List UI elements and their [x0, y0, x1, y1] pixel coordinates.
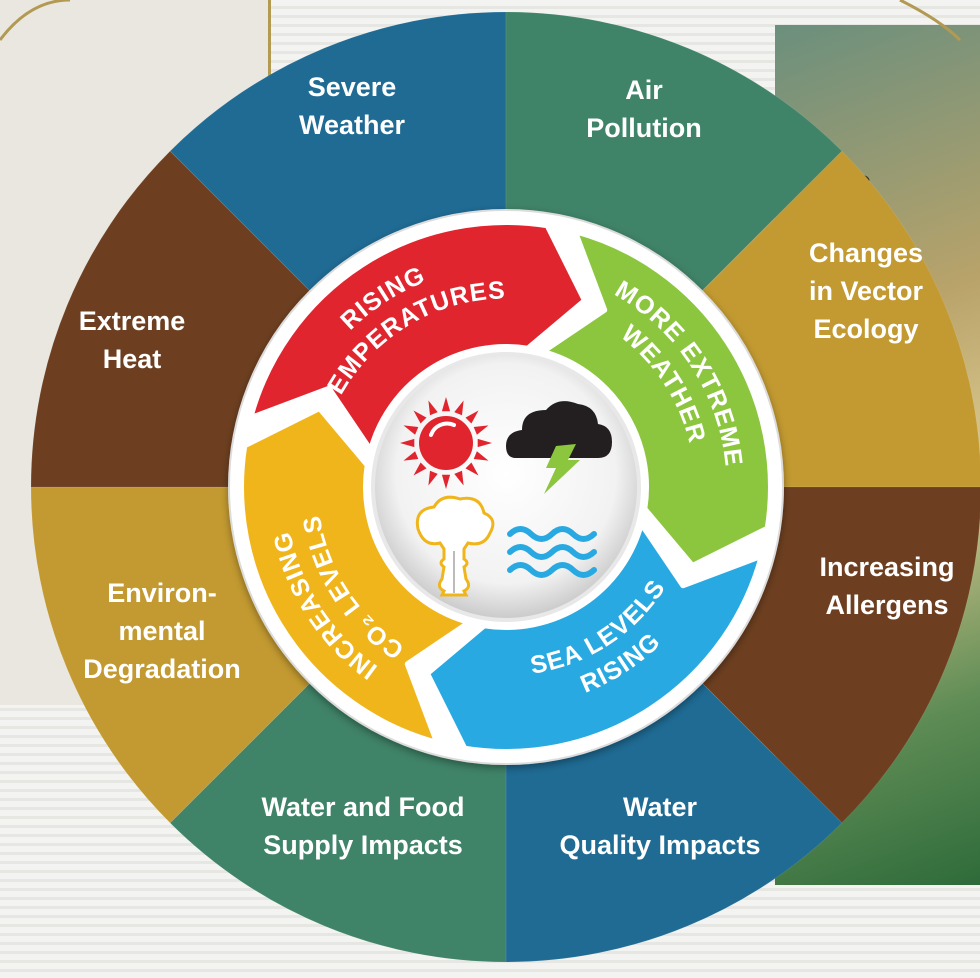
mushroom-cloud-icon	[415, 495, 495, 597]
waves-icon	[507, 526, 597, 578]
inner-arrow-rising-sea-levels	[423, 520, 765, 755]
inner-arrow-rising-temperatures	[247, 219, 589, 454]
sun-ray	[403, 425, 419, 435]
sun-ray	[477, 438, 492, 448]
inner-arrow-more-extreme-weather	[539, 228, 774, 570]
sun-ray	[441, 397, 451, 412]
sun-ray	[441, 474, 451, 489]
sun-ray	[428, 400, 438, 416]
sun-ray	[454, 400, 464, 416]
sun-ray	[403, 451, 419, 461]
center-hub	[371, 352, 641, 622]
sun-ray	[454, 470, 464, 486]
sun-ray	[473, 451, 489, 461]
sun-ray	[413, 462, 427, 476]
inner-ring	[238, 219, 774, 755]
sun-icon	[400, 397, 492, 489]
sun-ray	[465, 410, 479, 424]
storm-cloud-icon	[506, 401, 612, 494]
inner-arrow-increasing-co2	[238, 404, 473, 746]
sun-ray	[473, 425, 489, 435]
sun-ray	[465, 462, 479, 476]
sun-ray	[400, 438, 415, 448]
sun-ray	[413, 410, 427, 424]
sun-ray	[428, 470, 438, 486]
